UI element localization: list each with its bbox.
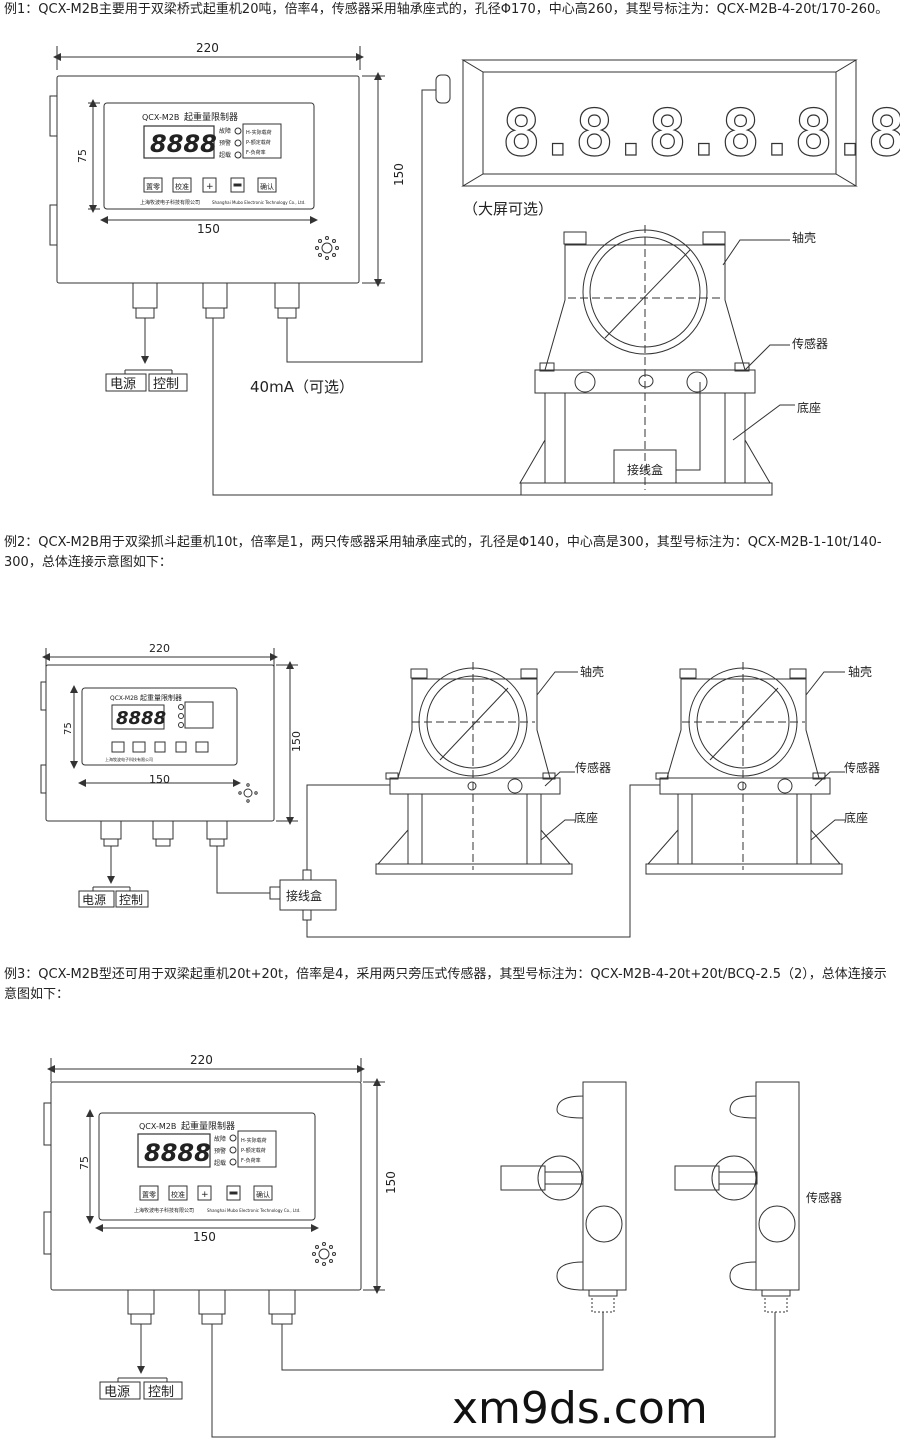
- current-label: 40mA（可选）: [250, 378, 354, 396]
- svg-text:75: 75: [76, 149, 89, 163]
- svg-text:校准: 校准: [171, 1190, 185, 1199]
- diagram-3: 220 150 75 150 QCX-M2B 起重量限制器 8888 故障 预警…: [43, 1053, 842, 1438]
- confirm-button: [257, 177, 277, 193]
- svg-text:F-负荷率: F-负荷率: [241, 1157, 261, 1164]
- svg-text:Shanghai Mubo Electronic Techn: Shanghai Mubo Electronic Technology Co.,…: [212, 200, 305, 205]
- svg-text:确认: 确认: [260, 182, 274, 191]
- calibrate-button: [172, 177, 192, 193]
- svg-text:QCX-M2B: QCX-M2B: [110, 695, 138, 702]
- svg-text:P-额定载荷: P-额定载荷: [241, 1147, 266, 1154]
- control-label: 控制: [153, 377, 179, 392]
- svg-text:150: 150: [149, 773, 170, 786]
- svg-text:电源: 电源: [82, 893, 106, 907]
- junction-box-label-1: 接线盒: [627, 462, 663, 477]
- svg-text:+: +: [206, 182, 214, 192]
- example-2-text: 例2：QCX-M2B用于双梁抓斗起重机10t，倍率是1，两只传感器采用轴承座式的…: [4, 535, 882, 570]
- svg-text:+: +: [201, 1190, 209, 1200]
- power-label: 电源: [110, 377, 136, 392]
- svg-text:75: 75: [63, 722, 74, 735]
- svg-text:起重量限制器: 起重量限制器: [184, 111, 238, 123]
- svg-text:置零: 置零: [146, 183, 160, 191]
- svg-text:上海牧波电子科技有限公司: 上海牧波电子科技有限公司: [105, 756, 153, 762]
- diagram-1: 220 150 75 150 QCX-M2B 起重量限制器 8888 故障 预警…: [49, 41, 900, 496]
- svg-text:底座: 底座: [574, 810, 598, 825]
- example-3-text: 例3：QCX-M2B型还可用于双梁起重机20t+20t，倍率是4，采用两只旁压式…: [4, 967, 887, 1002]
- svg-text:预警: 预警: [214, 1147, 226, 1155]
- svg-text:起重量限制器: 起重量限制器: [181, 1120, 235, 1132]
- svg-text:传感器: 传感器: [844, 760, 880, 775]
- svg-text:超载: 超载: [214, 1159, 226, 1167]
- svg-text:起重量限制器: 起重量限制器: [140, 693, 182, 702]
- svg-text:上海牧波电子科技有限公司: 上海牧波电子科技有限公司: [134, 1207, 194, 1214]
- big-screen-digits: 8.8.8.8.8.8.: [502, 97, 900, 171]
- svg-text:QCX-M2B: QCX-M2B: [139, 1122, 176, 1131]
- svg-text:接线盒: 接线盒: [286, 888, 322, 903]
- svg-text:预警: 预警: [219, 139, 231, 147]
- svg-text:轴壳: 轴壳: [848, 664, 872, 679]
- diagram-2: 220 150 75 150 QCX-M2B 起重量限制器 8888 上海牧波电…: [40, 642, 880, 938]
- svg-text:220: 220: [149, 642, 170, 655]
- plus-button: [202, 177, 217, 193]
- side-sensor-b: [755, 1081, 800, 1291]
- svg-text:底座: 底座: [797, 400, 821, 415]
- svg-text:150: 150: [384, 1171, 398, 1194]
- svg-text:H-实际载荷: H-实际载荷: [241, 1137, 267, 1144]
- svg-text:确认: 确认: [256, 1190, 270, 1199]
- svg-text:8888: 8888: [144, 1139, 211, 1167]
- svg-text:传感器: 传感器: [792, 336, 828, 351]
- svg-text:150: 150: [197, 222, 220, 236]
- svg-text:P-额定载荷: P-额定载荷: [246, 139, 271, 146]
- svg-text:150: 150: [290, 731, 303, 752]
- svg-text:超载: 超载: [219, 151, 231, 159]
- svg-text:校准: 校准: [175, 182, 189, 191]
- svg-text:故障: 故障: [214, 1135, 226, 1143]
- zero-button: [143, 177, 163, 193]
- example-1-text: 例1：QCX-M2B主要用于双梁桥式起重机20吨，倍率4，传感器采用轴承座式的，…: [4, 2, 889, 17]
- svg-text:故障: 故障: [219, 127, 231, 135]
- svg-text:220: 220: [190, 1053, 213, 1067]
- svg-text:轴壳: 轴壳: [792, 230, 816, 245]
- svg-text:F-负荷率: F-负荷率: [246, 149, 266, 156]
- svg-text:Shanghai Mubo Electronic Techn: Shanghai Mubo Electronic Technology Co.,…: [207, 1208, 300, 1213]
- svg-text:传感器: 传感器: [575, 760, 611, 775]
- svg-text:控制: 控制: [148, 1385, 174, 1400]
- svg-text:底座: 底座: [844, 810, 868, 825]
- height-dim: 150: [392, 163, 406, 186]
- svg-text:传感器: 传感器: [806, 1190, 842, 1205]
- side-sensor-a: [582, 1081, 627, 1291]
- svg-text:轴壳: 轴壳: [580, 664, 604, 679]
- svg-text:置零: 置零: [142, 1191, 156, 1199]
- svg-text:8888: 8888: [150, 130, 217, 158]
- width-dim: 220: [196, 41, 219, 55]
- svg-text:H-实际载荷: H-实际载荷: [246, 129, 272, 136]
- svg-text:8888: 8888: [116, 708, 166, 729]
- svg-text:75: 75: [78, 1156, 91, 1170]
- display-panel: [103, 102, 315, 210]
- svg-text:上海牧波电子科技有限公司: 上海牧波电子科技有限公司: [140, 199, 200, 206]
- svg-text:控制: 控制: [119, 893, 143, 907]
- big-screen-caption: （大屏可选）: [463, 200, 553, 218]
- svg-text:QCX-M2B: QCX-M2B: [142, 113, 179, 122]
- svg-text:电源: 电源: [104, 1385, 130, 1400]
- watermark: xm9ds.com: [452, 1383, 708, 1434]
- svg-text:150: 150: [193, 1230, 216, 1244]
